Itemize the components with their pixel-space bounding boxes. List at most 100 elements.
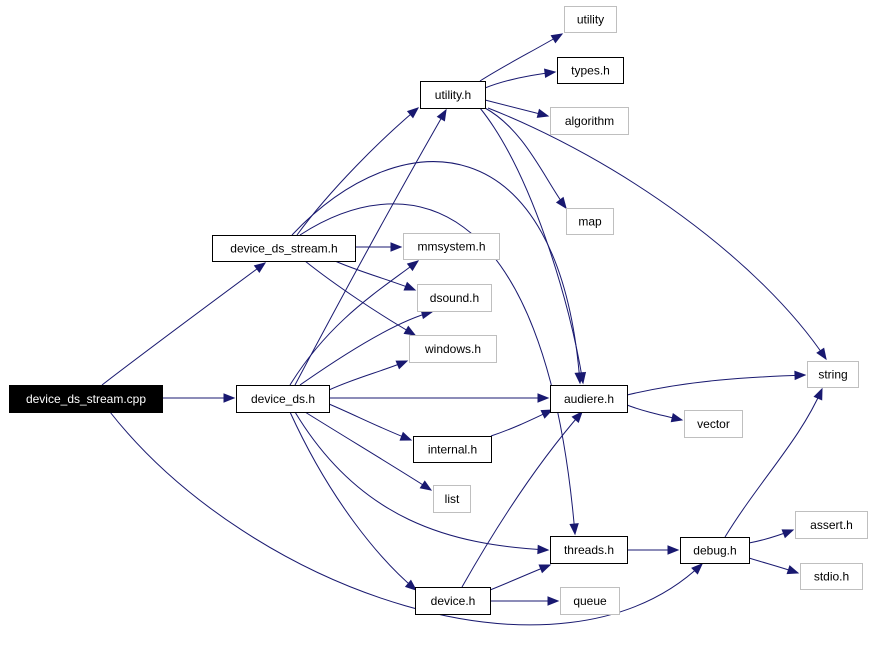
node-box-map <box>566 208 614 235</box>
arrowhead-device-ds-h-to-list <box>419 480 433 491</box>
node-box-queue <box>560 587 620 615</box>
edge-utility-h-to-types-h <box>484 71 556 89</box>
node-device-ds-stream-h[interactable]: device_ds_stream.h <box>212 235 356 262</box>
node-box-utility <box>564 6 617 33</box>
arrowhead-device-h-to-threads-h <box>538 564 552 574</box>
arrowhead-device-ds-stream-h-to-threads-h <box>569 523 579 536</box>
node-label-device-ds-h: device_ds.h <box>251 392 315 406</box>
arrowhead-threads-h-to-debug-h <box>667 545 680 555</box>
node-label-audiere-h: audiere.h <box>564 392 614 406</box>
node-label-map: map <box>578 215 602 229</box>
arrowhead-device-ds-h-to-utility-h <box>436 108 447 122</box>
edge-audiere-h-to-string <box>626 374 806 396</box>
arrowhead-audiere-h-to-string <box>794 370 807 381</box>
edge-device-ds-stream-h-to-utility-h <box>296 107 419 236</box>
node-box-assert-h <box>795 511 868 539</box>
arrowhead-device-ds-stream-h-to-utility-h <box>406 107 420 119</box>
node-stdio-h: stdio.h <box>800 563 863 590</box>
node-box-types-h <box>557 57 624 84</box>
arrowhead-device-ds-h-to-audiere-h <box>537 393 550 403</box>
edge-device-ds-stream-cpp-to-debug-h <box>109 411 703 626</box>
node-label-debug-h: debug.h <box>693 544 736 558</box>
node-algorithm: algorithm <box>550 107 629 135</box>
edge-device-ds-h-to-list <box>304 411 432 491</box>
nodes-layer: device_ds_stream.cpp device_ds_stream.hde… <box>9 6 868 615</box>
node-label-device-ds-stream-h: device_ds_stream.h <box>230 242 337 256</box>
node-label-device-ds-stream-cpp: device_ds_stream.cpp <box>26 392 146 406</box>
node-label-internal-h: internal.h <box>428 443 477 457</box>
node-device-h[interactable]: device.h <box>415 587 491 615</box>
node-debug-h[interactable]: debug.h <box>680 537 750 564</box>
arrowhead-device-ds-h-to-internal-h <box>399 431 413 441</box>
arrowhead-debug-h-to-string <box>813 387 823 401</box>
node-box-utility-h <box>420 81 486 109</box>
edge-utility-h-to-audiere-h <box>479 107 584 384</box>
node-mmsystem-h: mmsystem.h <box>403 233 500 260</box>
edge-device-ds-h-to-dsound-h <box>299 311 433 386</box>
node-label-stdio-h: stdio.h <box>814 570 849 584</box>
arrowhead-debug-h-to-stdio-h <box>786 565 800 575</box>
node-box-algorithm <box>550 107 629 135</box>
node-map: map <box>566 208 614 235</box>
arrowhead-utility-h-to-audiere-h <box>576 371 587 385</box>
node-types-h[interactable]: types.h <box>557 57 624 84</box>
arrowhead-audiere-h-to-vector <box>670 412 684 423</box>
edge-utility-h-to-string <box>487 107 827 360</box>
node-box-string <box>807 361 859 388</box>
edge-device-ds-stream-cpp-to-device-ds-stream-h <box>101 262 266 386</box>
node-label-vector: vector <box>697 417 730 431</box>
edge-device-ds-h-to-windows-h <box>328 360 408 391</box>
arrowhead-utility-h-to-utility <box>550 33 564 44</box>
node-label-algorithm: algorithm <box>565 114 614 128</box>
arrowhead-device-ds-stream-cpp-to-device-ds-h <box>223 393 236 403</box>
node-label-dsound-h: dsound.h <box>430 291 479 305</box>
edge-device-ds-stream-h-to-windows-h <box>304 260 416 336</box>
edge-device-ds-stream-h-to-dsound-h <box>334 260 416 291</box>
node-threads-h[interactable]: threads.h <box>550 536 628 564</box>
node-label-utility: utility <box>577 13 604 27</box>
node-box-internal-h <box>413 436 492 463</box>
node-box-vector <box>684 410 743 438</box>
arrowhead-device-ds-h-to-device-h <box>404 579 418 591</box>
arrowhead-device-h-to-audiere-h <box>571 410 583 424</box>
node-box-threads-h <box>550 536 628 564</box>
arrowhead-device-ds-stream-cpp-to-debug-h <box>691 563 703 575</box>
node-label-string: string <box>818 368 847 382</box>
arrowhead-utility-h-to-map <box>555 196 567 210</box>
node-vector: vector <box>684 410 743 438</box>
node-dsound-h: dsound.h <box>417 284 492 312</box>
edge-utility-h-to-map <box>484 107 567 209</box>
node-string: string <box>807 361 859 388</box>
node-box-audiere-h <box>550 385 628 413</box>
arrowhead-device-ds-stream-h-to-mmsystem-h <box>390 242 403 252</box>
node-label-types-h: types.h <box>571 64 610 78</box>
node-box-list <box>433 485 471 513</box>
arrowhead-utility-h-to-string <box>816 347 827 361</box>
arrowhead-device-ds-h-to-mmsystem-h <box>406 260 420 272</box>
node-box-device-ds-stream-cpp <box>9 385 163 413</box>
node-device-ds-h[interactable]: device_ds.h <box>236 385 330 413</box>
node-box-mmsystem-h <box>403 233 500 260</box>
arrowhead-utility-h-to-algorithm <box>536 108 550 118</box>
node-label-device-h: device.h <box>431 594 476 608</box>
node-device-ds-stream-cpp[interactable]: device_ds_stream.cpp <box>9 385 163 413</box>
edge-debug-h-to-string <box>724 388 823 538</box>
arrowhead-device-ds-stream-cpp-to-device-ds-stream-h <box>253 262 267 274</box>
node-label-assert-h: assert.h <box>810 518 853 532</box>
node-utility-h[interactable]: utility.h <box>420 81 486 109</box>
edge-device-ds-h-to-device-h <box>289 411 417 591</box>
arrowhead-utility-h-to-types-h <box>544 68 557 78</box>
node-audiere-h[interactable]: audiere.h <box>550 385 628 413</box>
edge-device-ds-h-to-utility-h <box>294 109 447 386</box>
node-label-mmsystem-h: mmsystem.h <box>417 240 485 254</box>
node-box-device-ds-stream-h <box>212 235 356 262</box>
node-label-utility-h: utility.h <box>435 88 471 102</box>
edge-device-ds-h-to-threads-h <box>294 411 549 551</box>
arrowhead-internal-h-to-audiere-h <box>540 409 554 419</box>
node-utility: utility <box>564 6 617 33</box>
node-internal-h[interactable]: internal.h <box>413 436 492 463</box>
node-box-debug-h <box>680 537 750 564</box>
edge-device-ds-stream-h-to-audiere-h <box>291 161 581 384</box>
arrowhead-device-ds-stream-h-to-dsound-h <box>403 281 417 291</box>
